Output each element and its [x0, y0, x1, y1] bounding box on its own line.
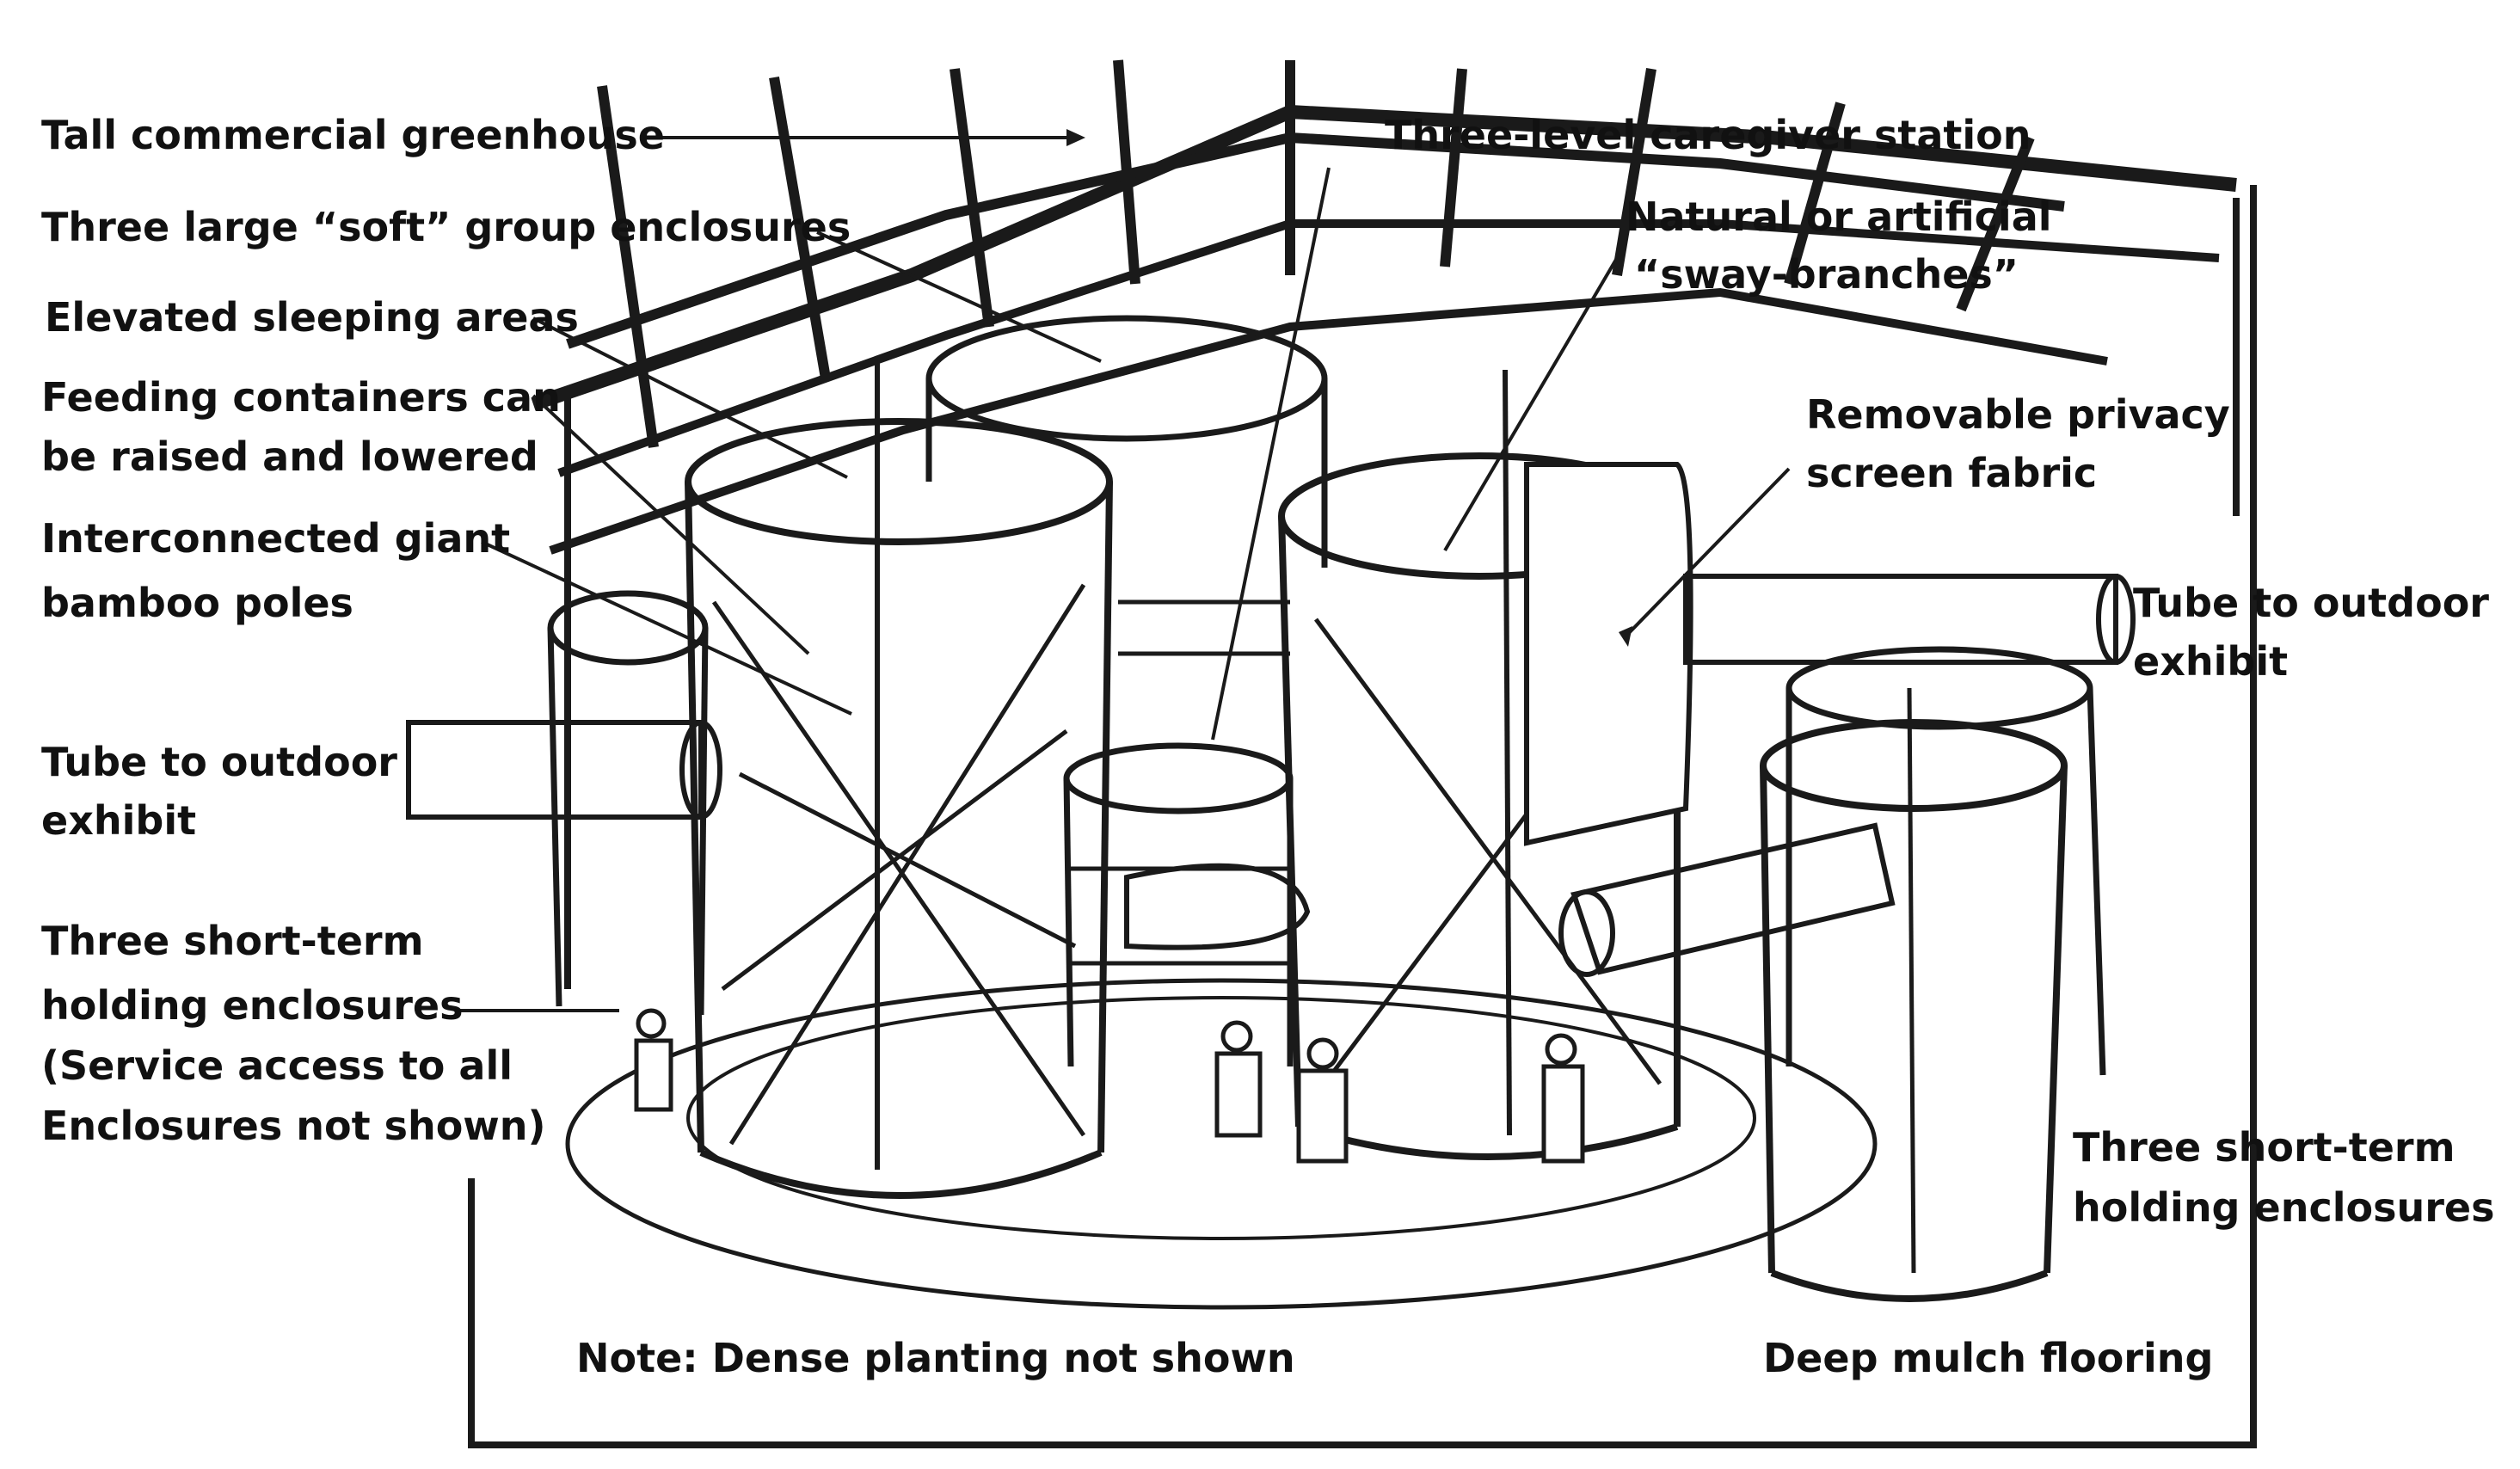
leader-bamboo-poles	[481, 540, 852, 716]
label-holding-left-line4: Enclosures not shown)	[41, 1103, 546, 1149]
left-holding-enclosure	[547, 590, 709, 1016]
label-tube-left-line1: Tube to outdoor	[41, 739, 397, 785]
privacy-screen	[1524, 462, 1693, 846]
leader-sleeping-areas	[532, 317, 848, 479]
right-holding-enclosures	[1760, 646, 2106, 1302]
leader-sway-branches	[1443, 256, 1619, 552]
leader-privacy-screen	[1624, 467, 1791, 638]
leader-lines	[460, 129, 1791, 1012]
visitors	[634, 1008, 1585, 1164]
leader-caregiver-station	[1211, 167, 1331, 741]
label-sleeping-areas: Elevated sleeping areas	[45, 294, 579, 341]
label-mulch: Deep mulch flooring	[1763, 1335, 2213, 1381]
labels: Tall commercial greenhouse Three large “…	[41, 112, 2494, 1381]
label-caregiver-station: Three-level caregiver station	[1385, 112, 2031, 158]
label-tube-right-line2: exhibit	[2133, 638, 2288, 685]
label-sway-line2: “sway-branches”	[1634, 251, 2019, 298]
label-tube-right-line1: Tube to outdoor	[2133, 580, 2489, 626]
label-holding-left-line3: (Service access to all	[41, 1042, 513, 1089]
label-bamboo-line1: Interconnected giant	[41, 515, 510, 562]
left-group-enclosure	[685, 361, 1113, 1199]
label-feeding-line1: Feeding containers can	[41, 374, 561, 421]
label-feeding-line2: be raised and lowered	[41, 433, 538, 480]
leader-soft-enclosures	[816, 230, 1102, 363]
label-privacy-line2: screen fabric	[1806, 450, 2097, 496]
leader-feeding-containers	[532, 394, 810, 655]
ground-path	[565, 978, 1878, 1310]
label-bamboo-line2: bamboo poles	[41, 580, 353, 626]
label-holding-right-line1: Three short-term	[2073, 1124, 2455, 1171]
greenhouse-roof	[531, 59, 2240, 989]
greenhouse-illustration	[406, 59, 2257, 1448]
label-soft-enclosures: Three large “soft” group enclosures	[41, 204, 851, 250]
back-center-enclosure	[925, 315, 1328, 568]
outer-frame	[468, 185, 2257, 1448]
label-tube-left-line2: exhibit	[41, 797, 196, 844]
label-sway-line1: Natural or artificial	[1626, 194, 2052, 240]
label-note-planting: Note: Dense planting not shown	[576, 1335, 1295, 1381]
label-holding-right-line2: holding enclosures	[2073, 1184, 2494, 1231]
label-holding-left-line1: Three short-term	[41, 918, 424, 964]
label-privacy-line1: Removable privacy	[1806, 391, 2230, 438]
tubes	[406, 574, 2136, 977]
label-holding-left-line2: holding enclosures	[41, 982, 463, 1029]
label-tall-greenhouse: Tall commercial greenhouse	[41, 112, 665, 158]
